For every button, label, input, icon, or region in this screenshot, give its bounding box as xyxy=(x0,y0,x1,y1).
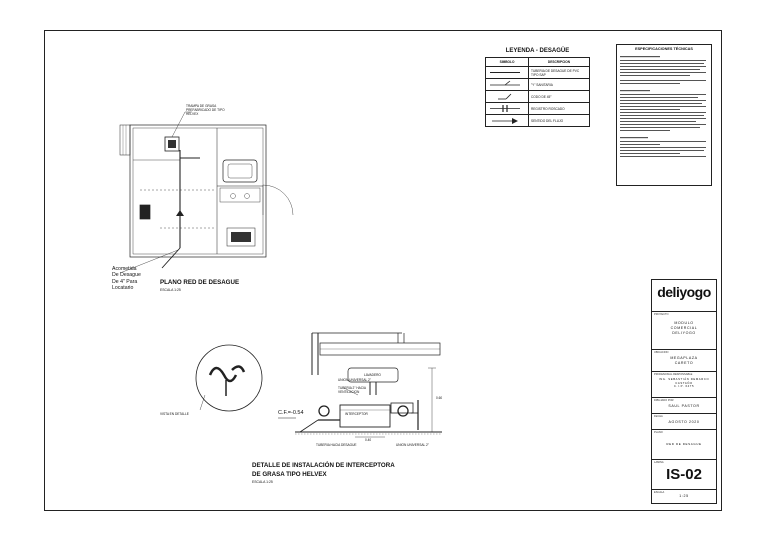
plan-sink xyxy=(222,159,258,183)
detail-label-a-desague: TUBERIA HACIA DESAGUE xyxy=(316,443,357,447)
legend-row: CODO DE 45° xyxy=(485,90,590,103)
detail-title-line2: DE GRASA TIPO HELVEX xyxy=(252,471,327,478)
legend-row-label: TUBERIA DE DESAGUE DE PVC TIPO SAP xyxy=(528,66,590,79)
detail-label-dim2: 0.40 xyxy=(365,438,372,442)
legend-row: TUBERIA DE DESAGUE DE PVC TIPO SAP xyxy=(485,66,590,79)
legend-row-label: "Y" SANITARIA xyxy=(528,78,590,91)
legend-row: "Y" SANITARIA xyxy=(485,78,590,91)
tee-icon xyxy=(490,80,520,86)
detail-label-lavadero: LAVADERO xyxy=(364,373,381,377)
drawing-sheet-border xyxy=(44,30,722,511)
detail-label-interceptor: INTERCEPTOR xyxy=(345,412,368,416)
detail-title-line1: DETALLE DE INSTALACIÓN DE INTERCEPTORA xyxy=(252,462,395,469)
legend-row: REGISTRO ROSCADO xyxy=(485,102,590,115)
plan-room-outline xyxy=(129,124,267,258)
acometida-note: Acometida De Desague De 4" Para Locatari… xyxy=(112,266,141,292)
plan-title: PLANO RED DE DESAGUE xyxy=(160,279,240,286)
detail-label-vent: TUBERIA 2" HACIA VENTILACION xyxy=(338,386,366,394)
drawn-by: SAUL PASTOR xyxy=(668,404,700,408)
plan-name: RED DE DESAGUE xyxy=(666,442,702,446)
sheet-scale: 1:25 xyxy=(679,494,689,498)
flow-arrow-icon xyxy=(492,118,518,124)
detail-scale: ESCALA 1:25 xyxy=(252,480,273,484)
detail-zoom-circle xyxy=(195,344,263,412)
plan-scale: ESCALA 1:25 xyxy=(160,288,181,292)
title-block: deliyogo PROYECTO MODULO COMERCIAL DELIY… xyxy=(651,279,717,504)
drawing-date: AGOSTO 2020 xyxy=(668,420,700,424)
detail-zoom-note: VISTA EN DETALLE xyxy=(160,412,189,416)
detail-label-union-2: UNION UNIVERSAL 2" xyxy=(396,443,429,447)
legend-row-label: CODO DE 45° xyxy=(528,90,590,103)
legend-table: LEYENDA - DESAGÜE SIMBOLO DESCRIPCION TU… xyxy=(485,48,590,127)
cf-level-label: C.F.=-0.54 xyxy=(278,410,304,416)
detail-label-union-1: UNION UNIVERSAL 2" xyxy=(338,378,371,382)
plan-counter xyxy=(219,187,261,203)
technical-specifications-box: ESPECIFICACIONES TÉCNICAS xyxy=(616,44,712,186)
specs-title: ESPECIFICACIONES TÉCNICAS xyxy=(635,47,693,51)
project-name: MODULO COMERCIAL DELIYOGO xyxy=(670,321,698,335)
sheet-number: IS-02 xyxy=(666,466,702,483)
detail-label-dim: 0.60 xyxy=(436,396,443,400)
pipe-line-icon xyxy=(490,72,520,73)
responsible-professional: ING. SEBASTIÁN DEMARCO CASTAÑO C.I.P. 64… xyxy=(658,377,710,389)
legend-header-description: DESCRIPCION xyxy=(528,57,590,67)
legend-header-symbol: SIMBOLO xyxy=(485,57,529,67)
deliyogo-logo: deliyogo xyxy=(657,284,711,300)
cleanout-icon xyxy=(490,105,520,112)
detail-sink-basin xyxy=(347,367,399,383)
elbow-icon xyxy=(498,93,512,100)
specs-illegible-text-lines xyxy=(620,56,706,157)
project-location: MEGAPLAZA CARETO xyxy=(670,356,698,365)
grease-trap-note: TRAMPA DE GRASA PREFABRICADO DE TIPO HEL… xyxy=(186,104,225,116)
legend-row: SENTIDO DEL FLUJO xyxy=(485,114,590,127)
legend-row-label: SENTIDO DEL FLUJO xyxy=(528,114,590,127)
plan-door-arc xyxy=(262,184,294,216)
legend-row-label: REGISTRO ROSCADO xyxy=(528,102,590,115)
detail-interceptor xyxy=(339,404,391,428)
legend-title: LEYENDA - DESAGÜE xyxy=(505,48,570,54)
